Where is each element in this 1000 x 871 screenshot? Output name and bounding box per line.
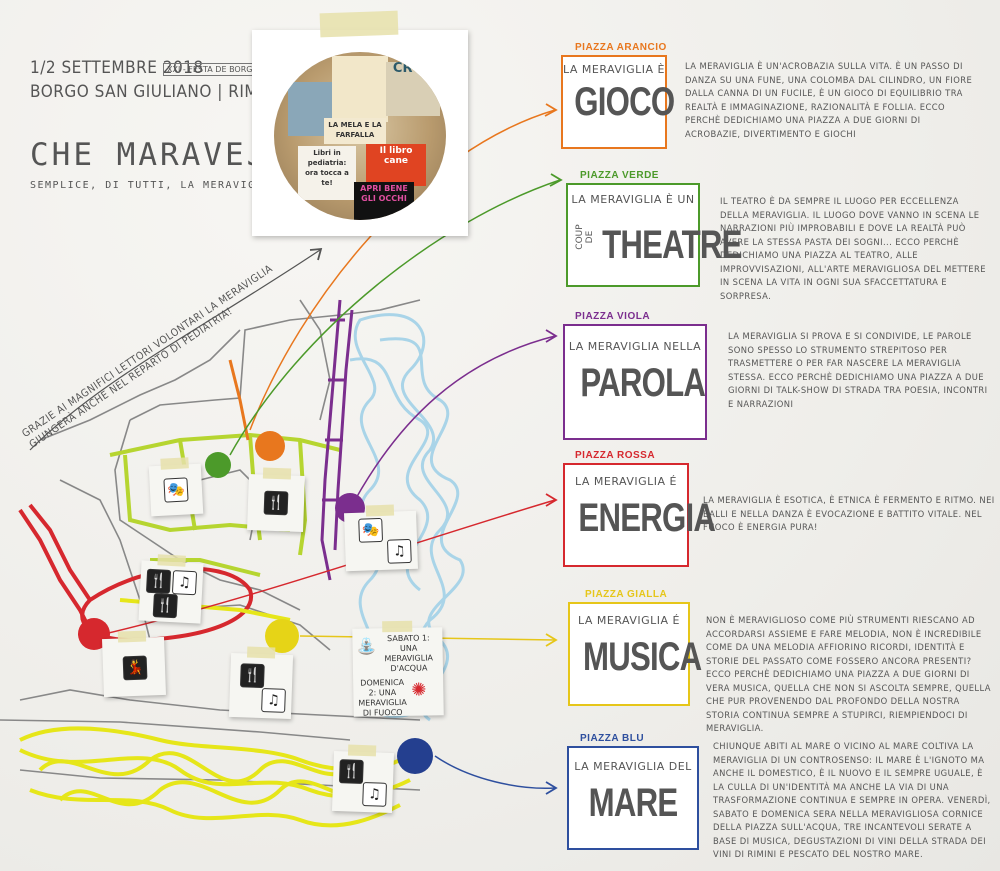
page-subtitle: SEMPLICE, DI TUTTI, LA MERAVIGLIA	[30, 180, 279, 191]
piazza-gialla-desc: NON È MERAVIGLIOSO COME PIÙ STRUMENTI RI…	[706, 615, 991, 733]
orange-street	[228, 359, 250, 441]
piazza-gialla-big: MUSICA	[582, 635, 702, 679]
piazza-blu-small: LA MERAVIGLIA DEL	[574, 760, 692, 773]
book-libro-cane: Il libro cane	[366, 144, 426, 186]
piazza-verde-desc: IL TEATRO È DA SEMPRE IL LUOGO PER ECCEL…	[720, 196, 986, 301]
music-icon: ♫	[362, 782, 387, 807]
blue-piazza-dot[interactable]	[397, 738, 433, 774]
piazza-blu-desc: CHIUNQUE ABITI AL MARE O VICINO AL MARE …	[713, 741, 991, 859]
food-icon: 🍴	[263, 490, 289, 516]
piazza-verde-small2: COUP DE	[575, 224, 595, 250]
event-sunday: DOMENICA 2: UNA MERAVIGLIA DI FUOCO	[358, 677, 407, 718]
note-food-music-2[interactable]: 🍴 ♫	[228, 646, 294, 720]
piazza-verde-big: THEATRE	[602, 223, 742, 267]
note-tape	[157, 554, 186, 567]
piazza-rossa-small: LA MERAVIGLIA É	[575, 475, 677, 488]
food-icon: 🍴	[145, 568, 172, 594]
piazza-gialla-small: LA MERAVIGLIA É	[578, 614, 680, 627]
piazza-rossa-big: ENERGIA	[578, 496, 716, 540]
piazza-viola-desc: LA MERAVIGLIA SI PROVA E SI CONDIVIDE, L…	[728, 331, 988, 409]
piazza-blu-label: PIAZZA BLU	[580, 733, 645, 744]
event-saturday: SABATO 1: UNA MERAVIGLIA D'ACQUA	[384, 633, 434, 674]
music-icon: ♫	[171, 570, 198, 596]
note-tape	[262, 467, 292, 480]
red-piazza-dot[interactable]	[78, 618, 110, 650]
book-apri-occhi: APRI BENE GLI OCCHI	[354, 182, 414, 220]
fountain-icon: ⛲	[356, 636, 377, 656]
dance-icon: 💃	[122, 655, 148, 681]
note-food-music[interactable]: 🍴 ♫ 🍴	[138, 554, 204, 624]
event-date: 1/2 SETTEMBRE 2018	[30, 58, 204, 78]
note-tape	[160, 457, 189, 470]
piazza-arancio-box[interactable]: LA MERAVIGLIA È GIOCO	[561, 55, 675, 149]
piazza-verde-small: LA MERAVIGLIA È UN	[571, 193, 695, 206]
book-libri-pediatria: Libri in pediatria: ora tocca a te!	[298, 146, 356, 200]
fireworks-icon: ✺	[411, 679, 427, 701]
piazza-arancio-label: PIAZZA ARANCIO	[575, 42, 667, 53]
music-icon: ♫	[261, 688, 286, 713]
piazza-gialla-label: PIAZZA GIALLA	[585, 589, 668, 600]
piazza-arancio-big: GIOCO	[574, 80, 675, 124]
piazza-viola-small: LA MERAVIGLIA NELLA	[568, 340, 702, 353]
piazza-arancio-desc: LA MERAVIGLIA È UN'ACROBAZIA SULLA VITA.…	[685, 61, 973, 139]
note-tape	[365, 504, 395, 517]
note-theatre-1[interactable]: 🎭	[148, 457, 204, 517]
piazza-gialla-box[interactable]: LA MERAVIGLIA É MUSICA	[568, 602, 702, 706]
piazza-arancio-small: LA MERAVIGLIA È	[563, 63, 665, 76]
book-croc: CROC	[386, 62, 440, 116]
note-theatre-music[interactable]: 🎭 ♫	[344, 504, 418, 572]
piazza-blu-box[interactable]: LA MERAVIGLIA DEL MARE	[567, 746, 699, 850]
piazza-viola-label: PIAZZA VIOLA	[575, 311, 651, 322]
food-icon: 🍴	[338, 759, 364, 784]
photo-tape	[319, 10, 399, 38]
theatre-icon: 🎭	[163, 477, 189, 503]
green-piazza-dot[interactable]	[205, 452, 231, 478]
food-icon: 🍴	[239, 663, 265, 689]
book-cover-top	[332, 56, 388, 122]
note-tape	[347, 744, 377, 757]
music-icon: ♫	[386, 538, 412, 564]
books-photo: CROC LA MELA E LA FARFALLA Il libro cane…	[252, 10, 468, 236]
orange-piazza-dot[interactable]	[255, 431, 285, 461]
arrowheads	[309, 103, 563, 795]
note-food-1[interactable]: 🍴	[247, 467, 305, 532]
books-photo-image: CROC LA MELA E LA FARFALLA Il libro cane…	[274, 52, 446, 220]
piazza-viola-box[interactable]: LA MERAVIGLIA NELLA PAROLA	[563, 324, 707, 440]
food-icon: 🍴	[152, 593, 178, 619]
piazza-rossa-label: PIAZZA ROSSA	[575, 450, 656, 461]
piazza-rossa-box[interactable]: LA MERAVIGLIA É ENERGIA	[563, 463, 716, 567]
note-food-music-3[interactable]: 🍴 ♫	[331, 744, 395, 814]
note-tape	[382, 620, 413, 633]
piazza-verde-label: PIAZZA VERDE	[580, 170, 659, 181]
note-events[interactable]: ⛲ SABATO 1: UNA MERAVIGLIA D'ACQUA DOMEN…	[352, 620, 444, 718]
event-location: BORGO SAN GIULIANO | RIMINI	[30, 82, 281, 102]
note-tape	[246, 646, 276, 659]
piazza-verde-box[interactable]: LA MERAVIGLIA È UN COUP DE THEATRE	[566, 183, 742, 287]
book-mela: LA MELA E LA FARFALLA	[324, 118, 386, 144]
piazza-blu-big: MARE	[588, 781, 679, 825]
theatre-icon: 🎭	[358, 517, 384, 543]
piazza-rossa-desc: LA MERAVIGLIA È ESOTICA, È ETNICA È FERM…	[703, 495, 995, 532]
piazza-viola-big: PAROLA	[580, 361, 706, 405]
note-dance[interactable]: 💃	[102, 630, 166, 698]
yellow-piazza-dot[interactable]	[265, 619, 299, 653]
note-tape	[117, 630, 147, 643]
